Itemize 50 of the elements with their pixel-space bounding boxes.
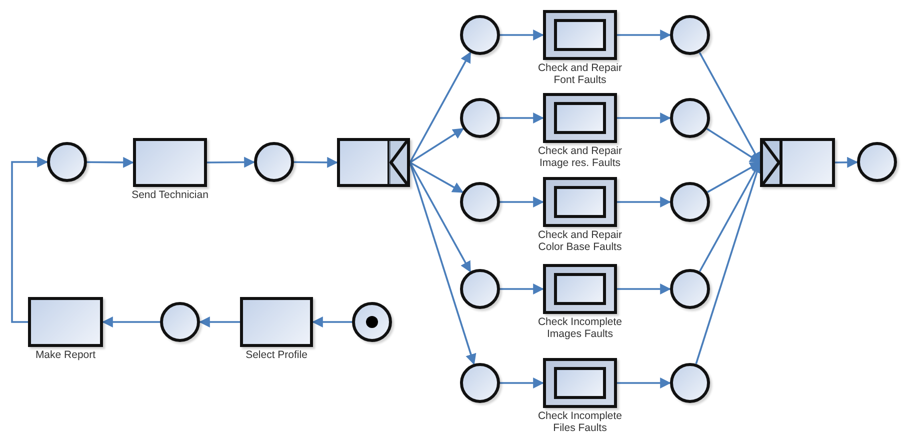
place-circle <box>670 363 710 403</box>
task-label: Select Profile <box>244 348 308 362</box>
arrow <box>409 162 472 272</box>
arrow <box>500 378 544 388</box>
place-circle <box>160 302 200 342</box>
arrow <box>294 156 338 168</box>
task-label: Check and Repair Color Base Faults <box>536 228 624 254</box>
arrow <box>409 52 472 163</box>
task-label: Check and Repair Font Faults <box>536 61 624 86</box>
place-circle <box>460 363 500 403</box>
place-circle <box>460 98 500 138</box>
arrow <box>102 316 160 328</box>
place-circle <box>670 98 710 138</box>
place-circle <box>670 15 710 55</box>
arrow <box>706 162 761 193</box>
arrow <box>207 156 256 168</box>
arrow <box>198 316 240 328</box>
place-circle <box>670 182 710 222</box>
start-place-circle <box>352 302 392 342</box>
arrow <box>87 156 134 168</box>
task-label: Check Incomplete Files Faults <box>536 409 624 434</box>
arrow <box>500 112 544 124</box>
place-circle <box>460 15 500 55</box>
arrow <box>500 196 544 208</box>
task-label: Make Report <box>34 348 97 362</box>
arrow <box>617 30 672 40</box>
place-circle <box>670 269 710 309</box>
arrow <box>835 156 858 168</box>
arrow <box>11 156 48 323</box>
arrow <box>500 284 544 294</box>
place-circle <box>460 269 500 309</box>
task-label: Check Incomplete Images Faults <box>536 315 624 340</box>
place-circle <box>857 142 897 182</box>
arrow <box>410 162 464 193</box>
task-label: Send Technician <box>130 188 210 202</box>
place-circle <box>460 182 500 222</box>
and-split-task-box <box>337 138 410 187</box>
arrow <box>410 128 464 164</box>
arrow <box>617 284 672 294</box>
arrow <box>706 128 761 164</box>
arrow <box>617 196 672 208</box>
arrow <box>617 378 672 388</box>
arrow <box>698 52 761 164</box>
place-circle <box>254 142 294 182</box>
place-circle <box>47 142 87 182</box>
arrow <box>617 112 672 124</box>
arrow <box>500 30 544 40</box>
task-label: Check and Repair Image res. Faults <box>536 144 624 170</box>
arrow <box>312 316 352 328</box>
and-join-task-box <box>760 138 835 187</box>
